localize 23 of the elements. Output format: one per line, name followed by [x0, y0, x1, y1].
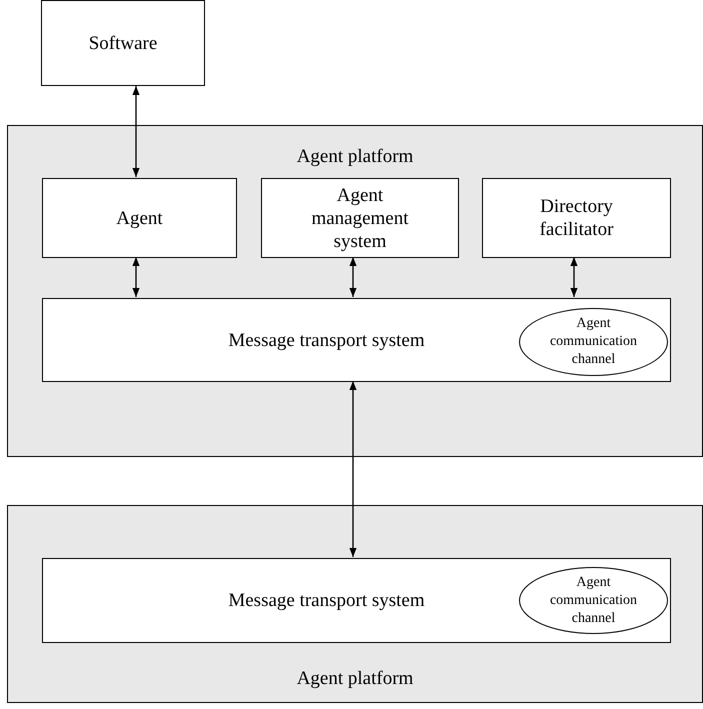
platform-panel	[7, 125, 703, 457]
node-label: Agent communication channel	[548, 574, 638, 628]
double-arrow	[349, 257, 357, 297]
node-label: Message transport system	[228, 328, 425, 352]
management-box	[261, 178, 459, 258]
agent-box	[42, 178, 237, 258]
node-label: Agent management system	[310, 184, 410, 252]
node-label: Agent communication channel	[548, 315, 638, 369]
platform-panel	[7, 505, 703, 703]
node-label: Message transport system	[228, 589, 425, 612]
double-arrow	[570, 257, 578, 297]
node-label: Software	[88, 32, 158, 54]
double-arrow	[132, 257, 140, 297]
facilitator-box	[482, 178, 671, 258]
node-label: Agent	[116, 206, 163, 230]
node-label: Agent platform	[296, 668, 414, 690]
double-arrow	[349, 381, 357, 557]
transport-box	[42, 558, 671, 643]
transport-box	[42, 298, 671, 382]
double-arrow	[132, 86, 140, 177]
node-label: Agent platform	[296, 146, 414, 168]
node-label: Directory facilitator	[538, 195, 614, 241]
software-box	[41, 0, 205, 86]
